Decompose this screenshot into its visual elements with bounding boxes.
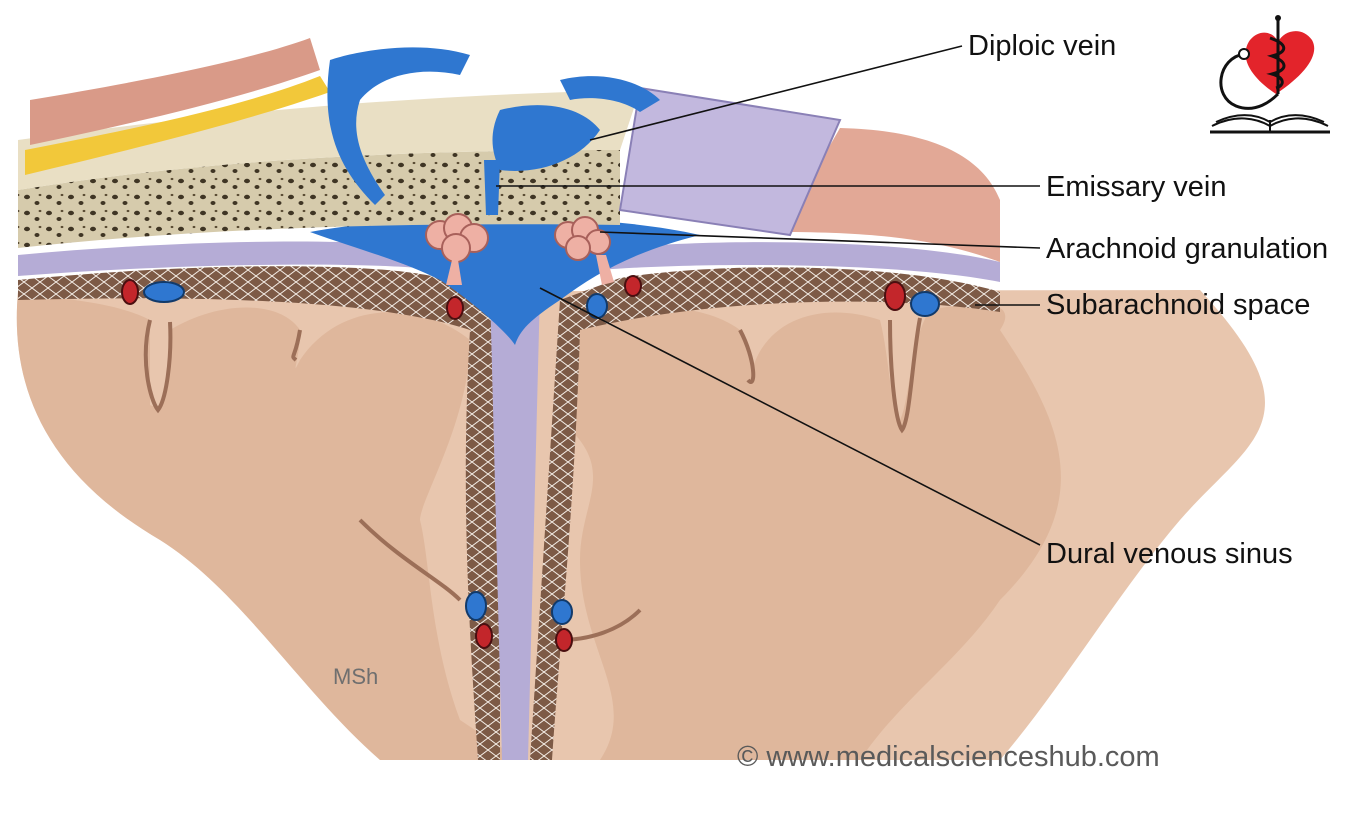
subarachnoid-band-right <box>530 267 1000 760</box>
sulcus-left-2 <box>291 329 302 362</box>
logo-heart <box>1245 31 1315 94</box>
sulcus-right-1 <box>888 317 922 434</box>
leader-arachnoid-granulation <box>599 231 1041 249</box>
scalp-skin-right <box>780 128 1000 262</box>
brain-cortex-gyri <box>16 292 520 760</box>
heart-stethoscope-logo-icon <box>1210 15 1330 134</box>
skull-outer-table <box>18 90 640 190</box>
leader-lines <box>496 45 1041 546</box>
emissary-vein-shape <box>484 160 500 215</box>
copyright-notice: © www.medicalscienceshub.com <box>737 741 1160 773</box>
brain-cortex-gyri-right <box>560 304 1061 760</box>
label-arachnoid-granulation: Arachnoid granulation <box>1046 233 1329 265</box>
leader-diploic-vein <box>589 45 963 141</box>
sulcus-left-1 <box>143 319 173 414</box>
scalp-fat <box>25 76 330 175</box>
sulcus-right-2 <box>738 329 756 384</box>
stethoscope-tube <box>1219 52 1280 110</box>
falx-cerebri <box>490 290 540 760</box>
arachnoid-granulation-right <box>554 216 614 285</box>
leader-dural-venous-sinus <box>539 287 1041 546</box>
scalp-skin <box>30 38 320 145</box>
open-book-icon <box>1210 114 1330 134</box>
arachnoid-granulation-left <box>425 213 489 285</box>
caduceus-icon <box>1266 15 1286 94</box>
artist-signature: MSh <box>333 664 379 689</box>
subarachnoid-vessels <box>121 275 940 652</box>
label-subarachnoid-space: Subarachnoid space <box>1046 289 1311 321</box>
label-diploic-vein: Diploic vein <box>968 30 1117 62</box>
sulcus-center-left <box>358 518 462 602</box>
label-dural-venous-sinus: Dural venous sinus <box>1046 538 1293 570</box>
label-emissary-vein: Emissary vein <box>1046 171 1227 203</box>
dura-flap <box>618 86 842 237</box>
diploic-vein-network <box>327 47 660 205</box>
